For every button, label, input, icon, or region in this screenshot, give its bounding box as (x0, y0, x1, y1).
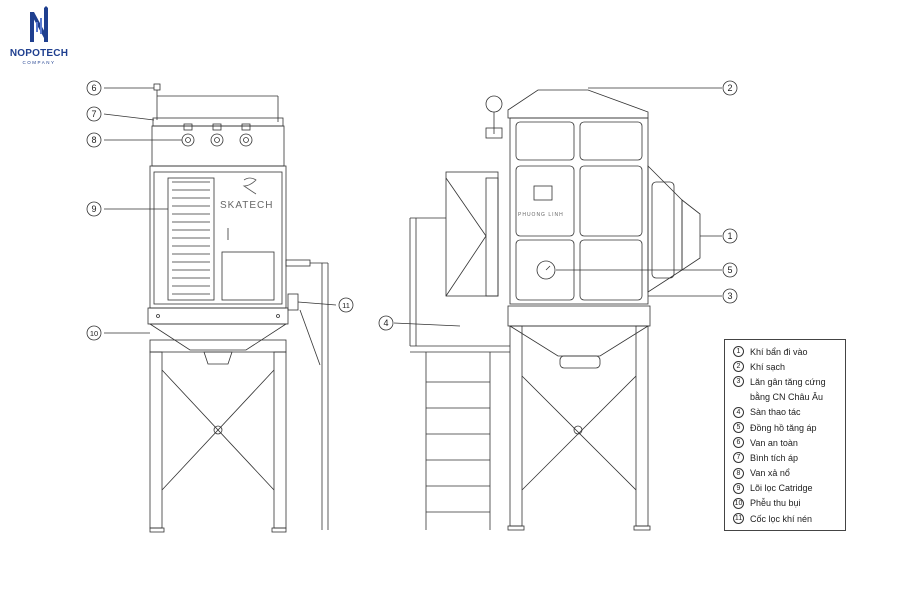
legend-text: Đồng hồ tăng áp (750, 422, 817, 433)
legend-item: 11 Cốc lọc khí nén (733, 511, 845, 526)
callout-label-5: 5 (727, 265, 732, 275)
callout-circle-10 (86, 325, 102, 341)
callout-circle-11 (338, 297, 354, 313)
legend-item: 5 Đồng hồ tăng áp (733, 420, 845, 435)
legend-number: 7 (733, 452, 744, 464)
left-callouts (103, 87, 337, 334)
callout-circle-6 (86, 80, 102, 96)
skatech-logo-mark (242, 177, 257, 195)
callout-label-8: 8 (91, 135, 96, 145)
legend-number: 6 (733, 437, 744, 449)
callout-circle-7 (86, 106, 102, 122)
right-callouts (393, 87, 722, 327)
pressure-gauge (536, 260, 556, 280)
legend-text: bằng CN Châu Âu (750, 392, 824, 403)
legend-text: Khí bẩn đi vào (750, 346, 808, 357)
legend-item: 2 Khí sạch (733, 359, 845, 374)
legend-text: Sàn thao tác (750, 407, 801, 418)
callout-circle-2 (722, 80, 738, 96)
callout-label-6: 6 (91, 83, 96, 93)
legend-text: Lõi lọc Catridge (750, 483, 813, 494)
legend-number: 3 (733, 376, 744, 388)
callout-circle-4 (378, 315, 394, 331)
left-side-view: SKATECH (147, 83, 329, 533)
callout-label-3: 3 (727, 291, 732, 301)
legend-number: 4 (733, 406, 744, 418)
left-front-text: SKATECH (220, 200, 274, 211)
callout-label-10: 10 (90, 329, 98, 338)
callout-label-9: 9 (91, 204, 96, 214)
legend-item: 8 Van xả nổ (733, 466, 845, 481)
legend-number: 8 (733, 467, 744, 479)
legend-text: Cốc lọc khí nén (750, 513, 813, 524)
legend-number: 1 (733, 346, 744, 358)
legend-item: 10 Phễu thu bụi (733, 496, 845, 511)
cartridge-filter (167, 177, 215, 301)
legend-item: 1 Khí bẩn đi vào (733, 344, 845, 359)
callout-circle-8 (86, 132, 102, 148)
right-side-view: PHUONG LINH (409, 89, 701, 531)
callout-label-4: 4 (383, 318, 388, 328)
legend-item: bằng CN Châu Âu (733, 390, 845, 405)
legend-number: 5 (733, 422, 744, 434)
logo-brand: NOPOTECH (9, 48, 69, 59)
pulse-valves (181, 123, 253, 147)
legend-text: Phễu thu bụi (750, 498, 801, 509)
callout-circle-3 (722, 288, 738, 304)
legend-item: 7 Bình tích áp (733, 450, 845, 465)
callout-label-1: 1 (727, 231, 732, 241)
legend-item: 4 Sàn thao tác (733, 405, 845, 420)
legend-item: 3 Lăn gân tăng cứng (733, 374, 845, 389)
legend-box: 1 Khí bẩn đi vào 2 Khí sạch 3 Lăn gân tăng cứ… (724, 339, 846, 531)
callout-circle-5 (722, 262, 738, 278)
callout-circle-1 (722, 228, 738, 244)
legend-text: Van an toàn (750, 437, 798, 448)
callout-label-7: 7 (91, 109, 96, 119)
callout-label-11: 11 (342, 301, 350, 310)
callout-label-2: 2 (727, 83, 732, 93)
nopotech-n-icon (30, 6, 48, 42)
legend-number: 2 (733, 361, 744, 373)
company-logo: NOPOTECH COMPANY (8, 6, 70, 66)
callout-circle-9 (86, 201, 102, 217)
legend-text: Lăn gân tăng cứng (750, 376, 826, 387)
legend-number: 9 (733, 482, 744, 494)
legend-text: Khí sạch (750, 361, 786, 372)
logo-sub: COMPANY (22, 60, 56, 65)
legend-item: 9 Lõi lọc Catridge (733, 481, 845, 496)
legend-text: Bình tích áp (750, 452, 799, 463)
legend-item: 6 Van an toàn (733, 435, 845, 450)
right-front-text: PHUONG LINH (518, 212, 564, 218)
legend-number: 11 (733, 513, 744, 525)
legend-number: 10 (733, 497, 744, 509)
legend-text: Van xả nổ (750, 468, 790, 479)
